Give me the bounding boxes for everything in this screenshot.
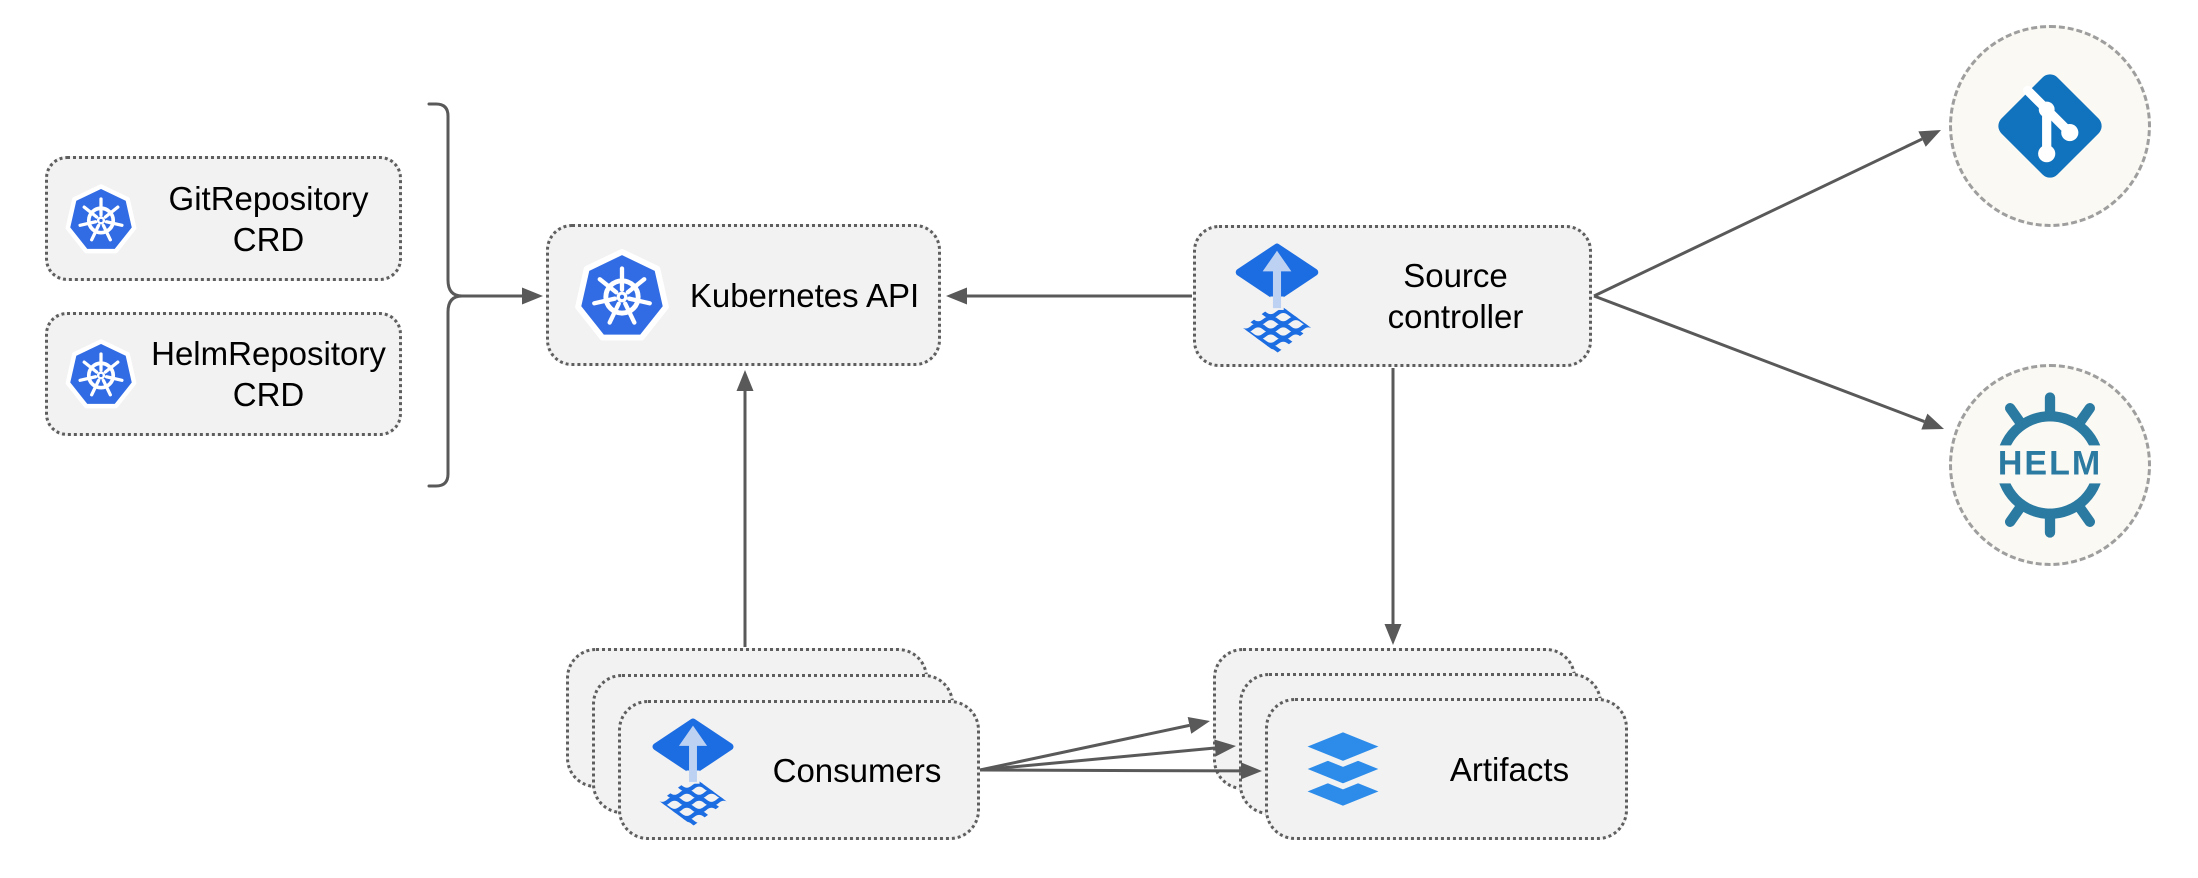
node-git-repository-crd: GitRepository CRD bbox=[45, 156, 402, 281]
node-helm-remote: HELM bbox=[1949, 364, 2151, 566]
helm-repository-crd-label: HelmRepository CRD bbox=[138, 333, 399, 415]
node-helm-repository-crd: HelmRepository CRD bbox=[45, 312, 402, 436]
node-kubernetes-api: Kubernetes API bbox=[546, 224, 941, 366]
flux-icon bbox=[1232, 240, 1322, 353]
consumers-label: Consumers bbox=[772, 751, 942, 789]
git-repository-crd-line2: CRD bbox=[232, 220, 305, 258]
kubernetes-api-label: Kubernetes API bbox=[689, 276, 920, 314]
kubernetes-icon bbox=[64, 182, 138, 256]
edge-source-controller-to-artifacts bbox=[1384, 368, 1402, 645]
node-source-controller: Source controller bbox=[1193, 225, 1592, 367]
node-git-remote bbox=[1949, 25, 2151, 227]
node-consumers: Consumers bbox=[618, 700, 980, 840]
edge-consumers-to-artifacts-top bbox=[979, 717, 1210, 772]
helm-repository-crd-line2: CRD bbox=[232, 376, 305, 413]
source-controller-label: Source controller bbox=[1322, 255, 1589, 337]
git-repository-crd-label: GitRepository CRD bbox=[138, 178, 399, 260]
helm-icon: HELM bbox=[1952, 364, 2148, 566]
source-controller-line2: controller bbox=[1387, 298, 1524, 335]
edge-consumers-to-kubernetes-api bbox=[736, 370, 754, 647]
source-controller-line1: Source bbox=[1403, 257, 1508, 294]
artifacts-label: Artifacts bbox=[1449, 750, 1570, 788]
edge-source-controller-to-helm bbox=[1593, 294, 1944, 430]
crd-bracket bbox=[427, 102, 464, 488]
edge-source-controller-to-git bbox=[1593, 130, 1941, 298]
flux-icon bbox=[649, 715, 737, 826]
edge-crds-to-kubernetes-api bbox=[462, 287, 543, 305]
kubernetes-icon bbox=[64, 337, 138, 411]
edge-consumers-to-artifacts-mid bbox=[979, 739, 1236, 772]
helm-logo-text: HELM bbox=[1991, 445, 2109, 484]
layers-icon bbox=[1292, 718, 1394, 820]
helm-repository-crd-line1: HelmRepository bbox=[151, 335, 386, 372]
git-icon bbox=[1984, 60, 2116, 192]
kubernetes-icon bbox=[573, 246, 671, 344]
edge-source-controller-to-kubernetes-api bbox=[946, 287, 1192, 305]
node-artifacts: Artifacts bbox=[1265, 698, 1628, 840]
git-repository-crd-line1: GitRepository bbox=[168, 179, 369, 217]
